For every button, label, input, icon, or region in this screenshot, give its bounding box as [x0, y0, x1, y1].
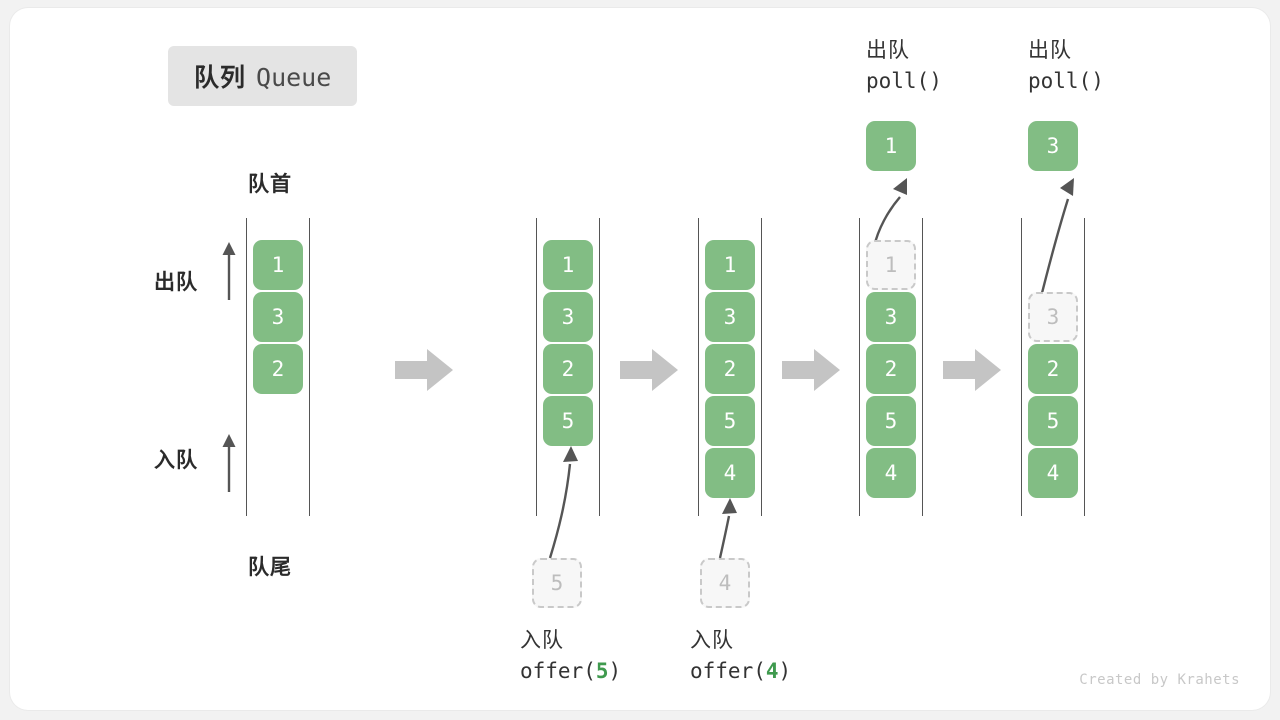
code-argument: 5: [595, 659, 609, 684]
flow-arrow-icon: [943, 349, 1001, 391]
queue-rail-right: [761, 218, 762, 516]
operation-label-cn: 入队: [520, 629, 564, 652]
queue-cell: 5: [705, 396, 755, 446]
queue-cell: 3: [253, 292, 303, 342]
operation-label-cn: 出队: [1028, 39, 1072, 62]
dequeue-up-arrow-icon: [222, 242, 236, 300]
queue-cell: 4: [1028, 448, 1078, 498]
queue-cell: 4: [866, 448, 916, 498]
title-chinese: 队列: [194, 64, 247, 92]
enqueue-transfer-arrow-icon: [718, 498, 737, 559]
code-suffix: ): [1091, 69, 1104, 94]
flow-arrow-icon: [782, 349, 840, 391]
queue-cell: 1: [253, 240, 303, 290]
queue-cell: 1: [705, 240, 755, 290]
queue-tail-label: 队尾: [248, 556, 292, 579]
queue-rail-right: [922, 218, 923, 516]
code-suffix: ): [929, 69, 942, 94]
flow-arrow-icon: [620, 349, 678, 391]
queue-cell: 2: [253, 344, 303, 394]
operation-label-code: offer(5): [520, 656, 621, 686]
operation-label-cn: 出队: [866, 39, 910, 62]
queue-rail-right: [1084, 218, 1085, 516]
queue-rail-left: [859, 218, 860, 516]
diagram-title-badge: 队列 Queue: [168, 46, 358, 106]
queue-rail-right: [309, 218, 310, 516]
operation-label-offer-4: 入队 offer(4): [690, 626, 791, 687]
polled-element: 3: [1028, 121, 1078, 171]
diagram-card: 队列 Queue 队首 队尾 出队 入队 1 3 2 1 3 2 5 5: [10, 8, 1270, 710]
enqueue-direction-label: 入队: [154, 449, 198, 472]
queue-cell: 3: [705, 292, 755, 342]
code-argument: 4: [765, 659, 779, 684]
queue-cell: 5: [543, 396, 593, 446]
queue-cell-removed: 3: [1028, 292, 1078, 342]
queue-cell: 5: [1028, 396, 1078, 446]
queue-cell: 2: [1028, 344, 1078, 394]
dequeue-transfer-arrow-icon: [1038, 178, 1074, 302]
queue-cell: 2: [866, 344, 916, 394]
dequeue-direction-label: 出队: [154, 271, 198, 294]
flow-arrow-icon: [395, 349, 453, 391]
queue-cell-removed: 1: [866, 240, 916, 290]
operation-label-poll-3: 出队 poll(): [1028, 36, 1104, 97]
incoming-element-ghost: 4: [700, 558, 750, 608]
operation-label-code: poll(): [1028, 66, 1104, 96]
enqueue-up-arrow-icon: [222, 434, 236, 492]
queue-cell: 4: [705, 448, 755, 498]
code-suffix: ): [778, 659, 792, 684]
code-prefix: poll(: [1028, 69, 1092, 94]
polled-element: 1: [866, 121, 916, 171]
incoming-element-ghost: 5: [532, 558, 582, 608]
operation-label-offer-5: 入队 offer(5): [520, 626, 621, 687]
operation-label-code: poll(): [866, 66, 942, 96]
code-prefix: offer(: [520, 659, 596, 684]
queue-rail-right: [599, 218, 600, 516]
queue-cell: 2: [705, 344, 755, 394]
queue-cell: 3: [543, 292, 593, 342]
queue-rail-left: [246, 218, 247, 516]
queue-cell: 1: [543, 240, 593, 290]
queue-cell: 5: [866, 396, 916, 446]
title-english: Queue: [256, 63, 332, 92]
queue-rail-left: [698, 218, 699, 516]
code-prefix: offer(: [690, 659, 766, 684]
queue-rail-left: [536, 218, 537, 516]
queue-cell: 2: [543, 344, 593, 394]
credit-text: Created by Krahets: [1079, 672, 1240, 688]
operation-label-cn: 入队: [690, 629, 734, 652]
queue-head-label: 队首: [248, 173, 292, 196]
operation-label-code: offer(4): [690, 656, 791, 686]
enqueue-transfer-arrow-icon: [548, 446, 578, 559]
queue-cell: 3: [866, 292, 916, 342]
code-suffix: ): [608, 659, 622, 684]
queue-rail-left: [1021, 218, 1022, 516]
code-prefix: poll(: [866, 69, 930, 94]
operation-label-poll-1: 出队 poll(): [866, 36, 942, 97]
